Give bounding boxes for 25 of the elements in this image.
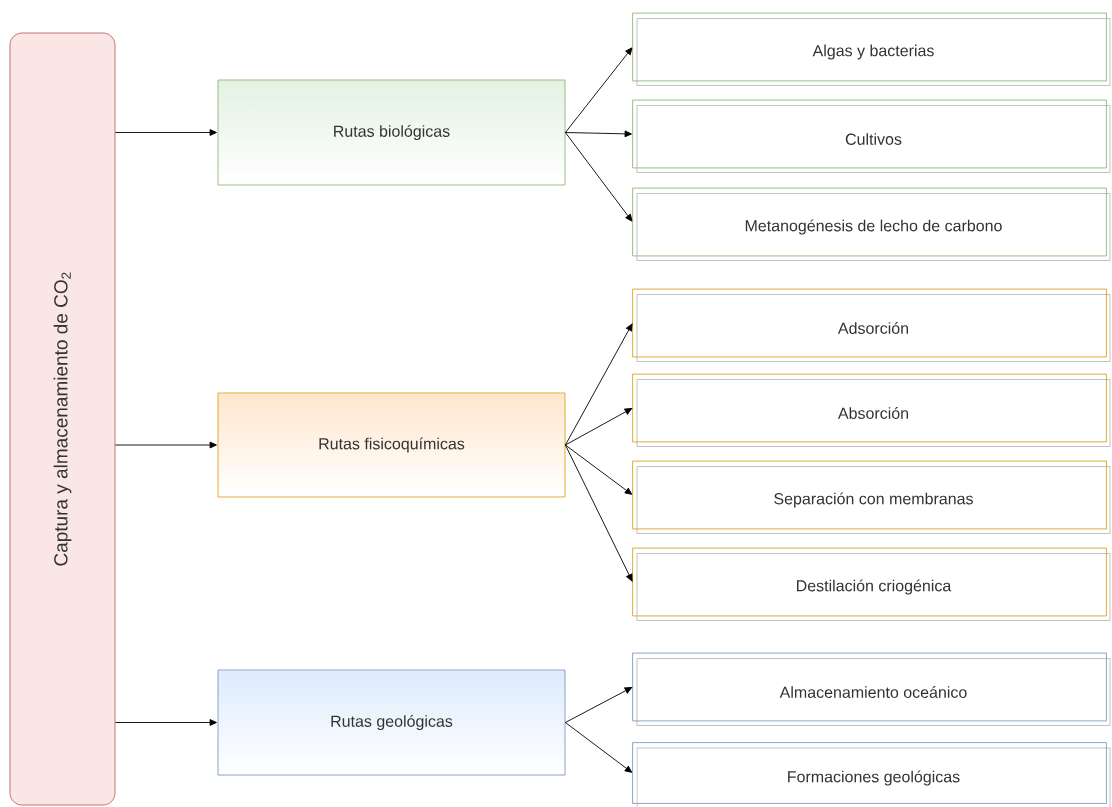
arrow <box>564 408 633 446</box>
arrow <box>564 130 632 138</box>
item-box: Absorción <box>632 373 1111 447</box>
arrow <box>564 444 633 582</box>
arrow <box>564 687 633 723</box>
item-box: Destilación criogénica <box>632 547 1111 621</box>
item-box: Separación con membranas <box>632 460 1111 534</box>
item-box: Formaciones geológicas <box>632 742 1111 807</box>
item-box: Adsorción <box>632 288 1111 362</box>
arrow <box>564 323 633 446</box>
rounded-box: Captura y almacenamiento de CO$_{2}$ <box>9 32 116 806</box>
arrow <box>564 444 633 495</box>
category-box: Rutas biológicas <box>217 79 566 186</box>
item-box: Metanogénesis de lecho de carbono <box>632 187 1111 261</box>
arrow <box>564 722 633 773</box>
arrow <box>114 129 217 136</box>
item-box: Almacenamiento oceánico <box>632 652 1111 726</box>
arrow <box>114 719 217 726</box>
item-box: Cultivos <box>632 99 1111 173</box>
category-box: Rutas geológicas <box>217 669 566 776</box>
arrow <box>564 47 633 133</box>
category-box: Rutas fisicoquímicas <box>217 392 566 498</box>
arrow <box>564 132 633 222</box>
arrow <box>114 441 217 449</box>
item-box: Algas y bacterias <box>632 12 1111 86</box>
